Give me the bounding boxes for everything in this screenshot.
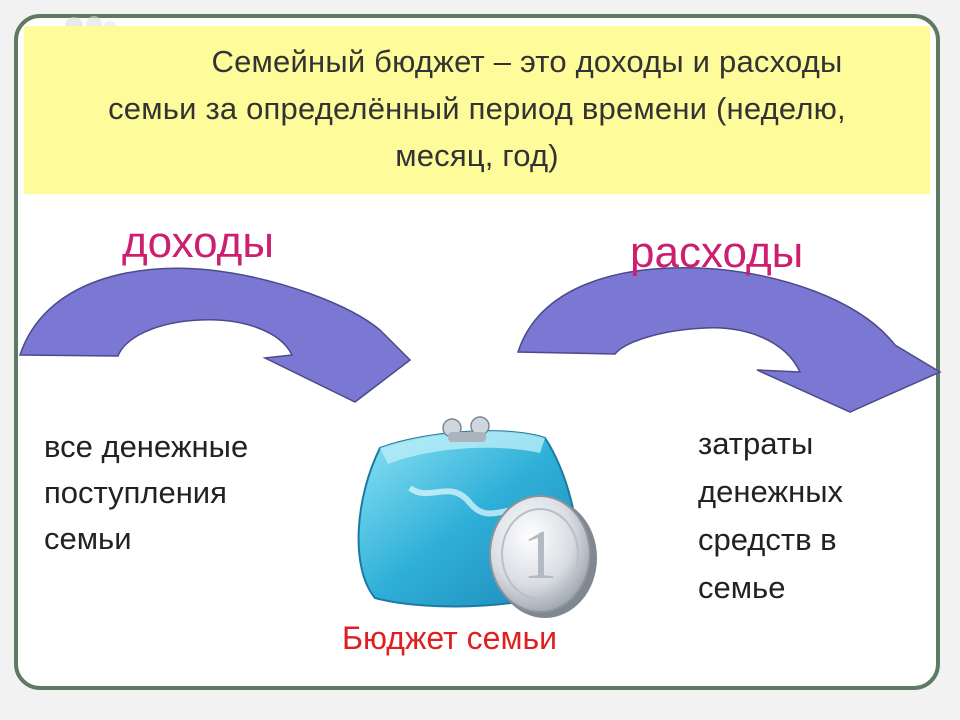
coin-number: 1 [523,517,558,594]
expense-arrow-icon [516,266,942,413]
expense-desc-line: средств в [698,522,837,557]
expense-desc-line: денежных [698,474,843,509]
purse-icon: 1 [357,416,597,618]
income-desc-line: все денежные [44,429,249,464]
definition-line-2: семьи за определённый период времени (не… [108,91,846,126]
expense-label: расходы [630,228,804,277]
expense-desc-line: семье [698,570,786,605]
income-label: доходы [122,218,274,267]
coin-icon: 1 [489,495,597,618]
definition-line-1: Семейный бюджет – это доходы и расходы [211,44,843,79]
expense-desc-line: затраты [698,426,814,461]
income-description: все денежные поступления семьи [44,424,248,562]
income-desc-line: поступления [44,475,227,510]
income-arrow-icon [18,267,412,403]
income-desc-line: семьи [44,521,132,556]
definition-banner: Семейный бюджет – это доходы и расходы с… [24,26,930,194]
expense-description: затраты денежных средств в семье [698,420,843,612]
definition-line-3: месяц, год) [395,138,559,173]
purse-caption: Бюджет семьи [342,620,557,656]
